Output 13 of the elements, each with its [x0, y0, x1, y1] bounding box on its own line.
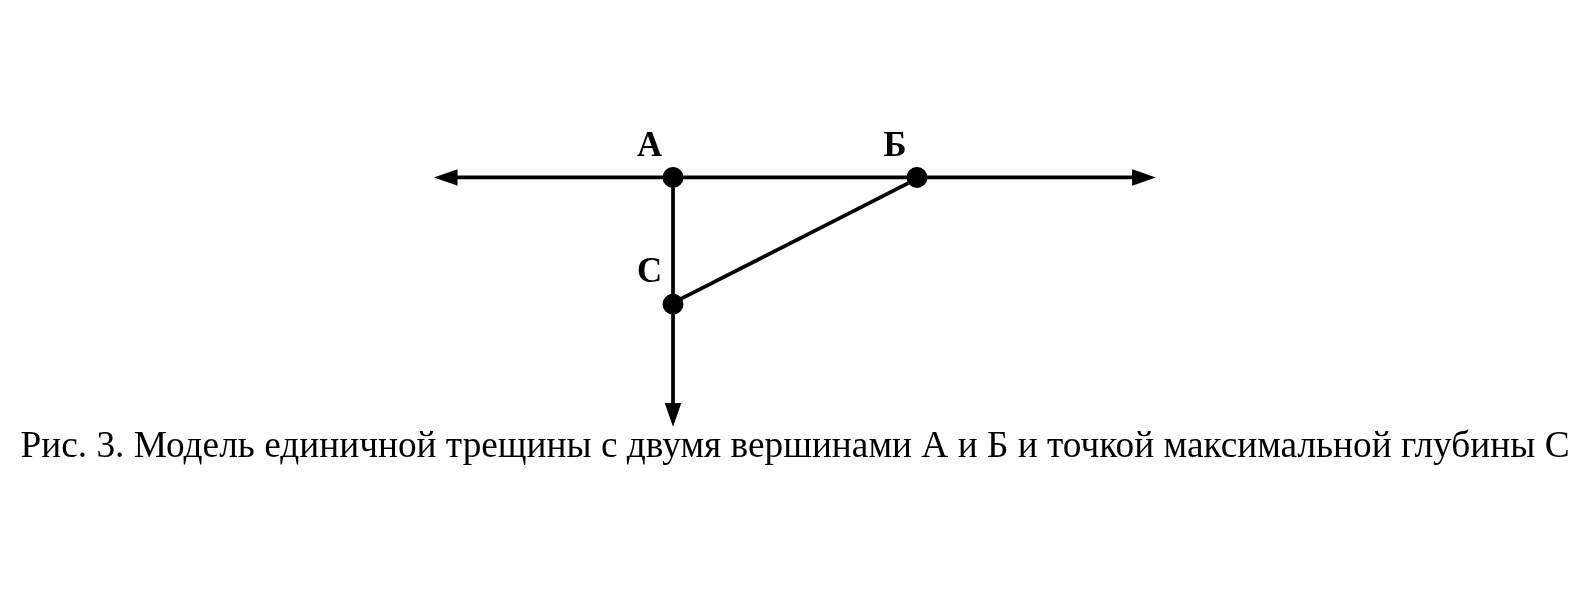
node-circle [662, 166, 684, 188]
connector [683, 175, 907, 179]
node-circle [906, 166, 928, 188]
connector [671, 187, 675, 294]
node-label: С [637, 250, 663, 290]
caption: Рис. 3. Модель единичной трещины с двумя вершинами А и Б и точкой максимальной глубины С [20, 423, 1570, 465]
arrow [433, 168, 663, 186]
arrow [927, 168, 1156, 186]
arrow [664, 313, 682, 427]
node-label: А [637, 124, 663, 164]
node-circle [662, 293, 684, 315]
node-label: Б [883, 124, 907, 164]
connector [680, 180, 910, 300]
